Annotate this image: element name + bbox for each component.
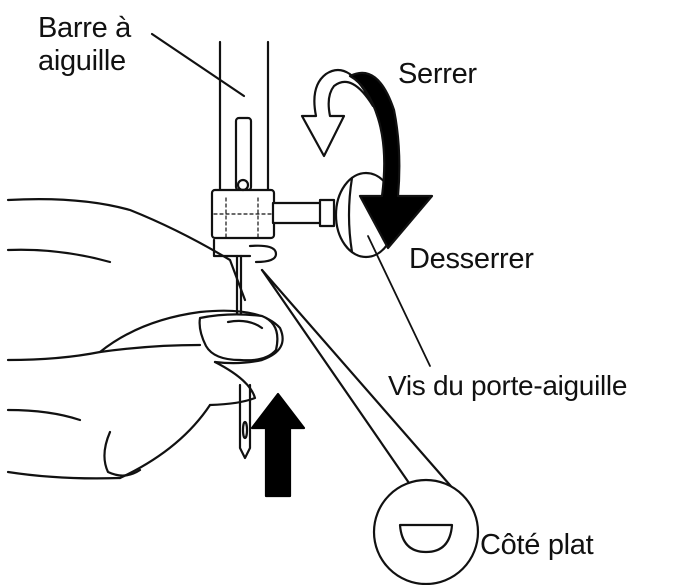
hand <box>6 198 284 480</box>
needle-bar-label-line1: Barre à <box>38 12 131 44</box>
loosen-arrow-icon <box>348 71 434 250</box>
insert-direction-arrow-icon <box>250 392 306 498</box>
needle-bar <box>218 40 270 192</box>
flat-side-magnifier <box>260 268 480 585</box>
tighten-arrow-icon <box>300 68 375 158</box>
screw-leader <box>367 235 431 367</box>
tighten-label: Serrer <box>398 58 477 90</box>
needle-bar-label: Barre à aiguille <box>38 12 131 78</box>
clamp-screw-label: Vis du porte-aiguille <box>388 370 628 401</box>
needle-clamp <box>210 178 336 264</box>
needle-bar-label-line2: aiguille <box>38 45 126 77</box>
loosen-label: Desserrer <box>409 243 534 275</box>
flat-side-label: Côté plat <box>480 529 594 561</box>
needle-bar-leader <box>150 32 246 98</box>
